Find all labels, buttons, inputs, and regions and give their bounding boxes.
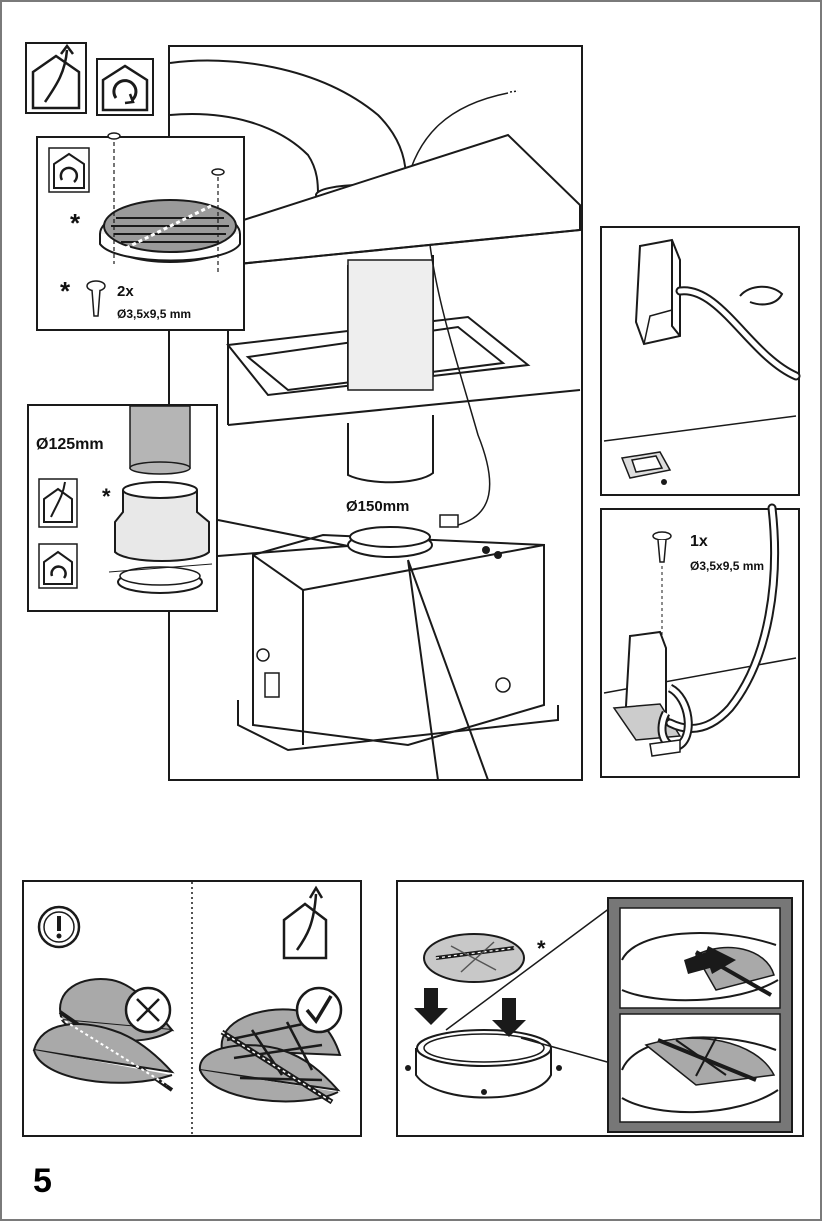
recirculation-mode-icon (96, 58, 154, 116)
reducer-diameter-label: Ø125mm (36, 436, 104, 454)
valve-asterisk: * (537, 936, 546, 962)
screw-asterisk: * (60, 276, 70, 307)
extraction-mode-icon (25, 42, 87, 114)
page-number: 5 (33, 1162, 52, 1201)
cable-clip-drawing (600, 226, 800, 496)
cable-screw-size: Ø3,5x9,5 mm (690, 559, 764, 573)
screw-size: Ø3,5x9,5 mm (117, 307, 191, 321)
reducer-asterisk: * (102, 484, 111, 510)
valve-orientation-drawing (22, 880, 362, 1137)
reducer-leader-line (218, 500, 358, 560)
screw-quantity: 2x (117, 283, 134, 300)
valve-install-drawing (396, 880, 804, 1137)
cable-screw-quantity: 1x (690, 533, 708, 551)
filter-asterisk: * (70, 208, 80, 239)
